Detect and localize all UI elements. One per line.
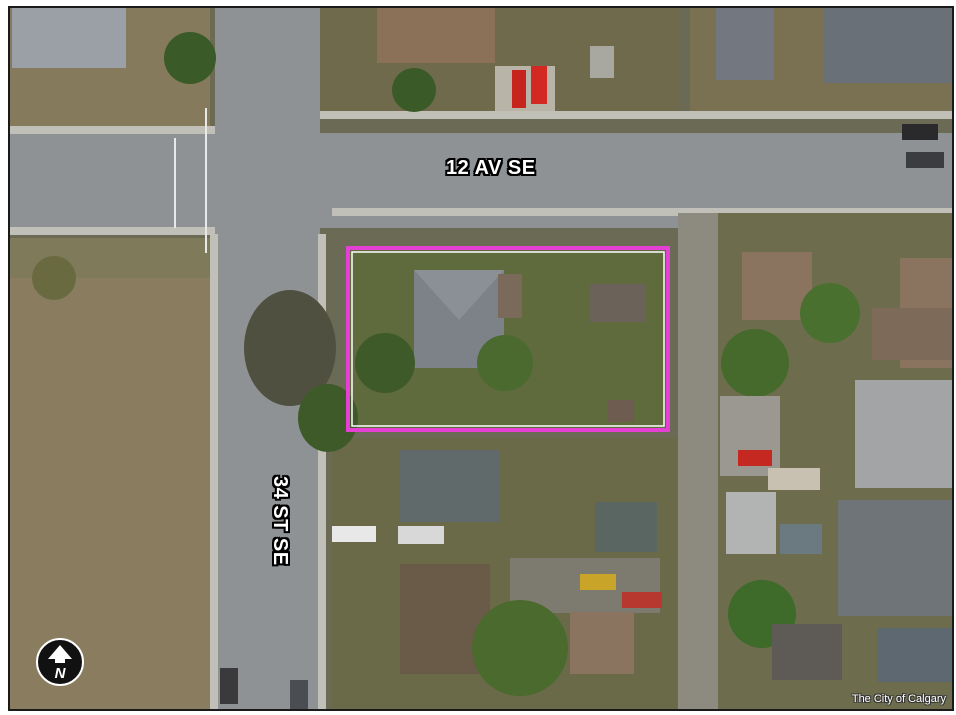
car-12av-1 bbox=[902, 124, 938, 140]
park-field bbox=[10, 278, 210, 709]
house-right-2b-roof bbox=[872, 308, 952, 360]
sidewalk-south bbox=[10, 227, 215, 235]
sidewalk-north-2 bbox=[320, 111, 952, 119]
car-12av-2 bbox=[906, 152, 944, 168]
street-label-12-av-se: 12 AV SE bbox=[446, 157, 536, 179]
tree-park-1 bbox=[32, 256, 76, 300]
commercial-roof-1 bbox=[855, 380, 952, 488]
north-arrow-icon: N bbox=[36, 638, 84, 686]
tree-shadow-west-1 bbox=[244, 290, 336, 406]
house-roof-top-left bbox=[12, 8, 126, 68]
garage-south bbox=[595, 502, 657, 552]
yellow-vehicle bbox=[580, 574, 616, 590]
house-roof-top-right-2 bbox=[824, 8, 952, 83]
subject-house-roof-ridge bbox=[414, 270, 504, 320]
shed-top bbox=[590, 46, 614, 78]
subject-lot-outline[interactable] bbox=[346, 246, 670, 432]
house-right-5-roof bbox=[772, 624, 842, 680]
map-credit: The City of Calgary bbox=[851, 693, 946, 705]
north-arrow-letter: N bbox=[55, 665, 67, 682]
subject-tree-2 bbox=[355, 333, 415, 393]
house-right-6-roof bbox=[878, 628, 952, 682]
house-roof-top-right-1 bbox=[716, 8, 774, 80]
subject-house-addition bbox=[498, 274, 522, 318]
map-frame: 12 AV SE 34 ST SE N The City of Calgary bbox=[8, 6, 954, 711]
car-34st-2 bbox=[290, 680, 308, 709]
tree-shadow-west-2 bbox=[298, 384, 358, 452]
subject-shed bbox=[608, 400, 634, 422]
white-car bbox=[332, 526, 376, 542]
house-roof-top-mid bbox=[377, 8, 495, 63]
white-truck bbox=[398, 526, 444, 544]
sidewalk-south-2 bbox=[332, 208, 952, 216]
building-right-3 bbox=[726, 492, 776, 554]
building-right-4 bbox=[780, 524, 822, 554]
tree-right-1 bbox=[721, 329, 789, 397]
tree-right-2 bbox=[800, 283, 860, 343]
tree-top-mid bbox=[392, 68, 436, 112]
sidewalk-north bbox=[10, 126, 215, 134]
aerial-map[interactable] bbox=[10, 8, 952, 709]
tree-south-1 bbox=[472, 600, 568, 696]
trailer-right bbox=[768, 468, 820, 490]
street-label-34-st-se: 34 ST SE bbox=[269, 476, 291, 566]
subject-lot-outline-inner bbox=[351, 251, 665, 427]
house-south-3-roof bbox=[570, 612, 634, 674]
tree-top-left bbox=[164, 32, 216, 84]
sidewalk-west bbox=[210, 234, 218, 709]
house-south-roof bbox=[400, 450, 500, 522]
subject-tree-1 bbox=[477, 335, 533, 391]
commercial-roof-2 bbox=[838, 500, 952, 616]
subject-garage bbox=[590, 284, 646, 322]
red-car-right bbox=[738, 450, 772, 466]
red-car-1 bbox=[512, 70, 526, 108]
back-alley bbox=[678, 213, 718, 709]
red-car-2 bbox=[531, 66, 547, 104]
sidewalk-east bbox=[318, 234, 326, 709]
red-truck bbox=[622, 592, 662, 608]
car-34st-1 bbox=[220, 668, 238, 704]
